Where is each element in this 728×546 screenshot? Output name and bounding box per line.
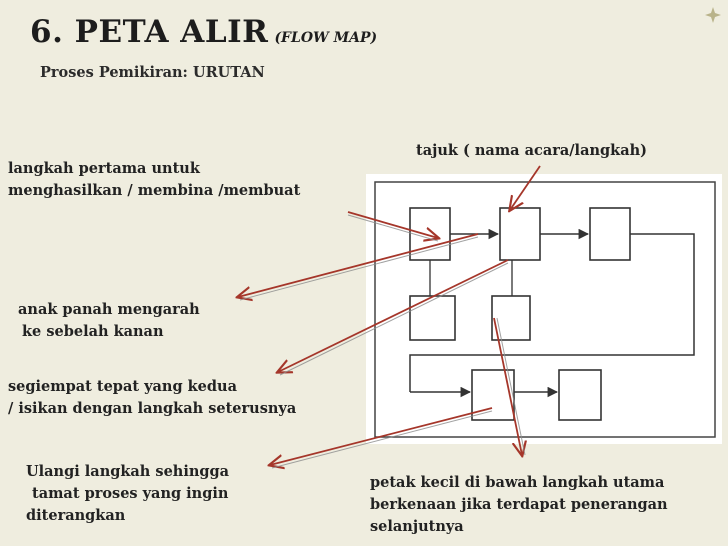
pointer-arrow: [347, 211, 438, 238]
label-line: petak kecil di bawah langkah utama: [370, 474, 665, 491]
flow-step-box: [409, 207, 451, 261]
label-line: menghasilkan / membina /membuat: [8, 182, 301, 199]
flow-map-frame: [374, 181, 716, 438]
label-line: anak panah mengarah: [18, 301, 200, 318]
slide-title: 6. PETA ALIR (FLOW MAP): [30, 14, 377, 50]
label-line: Ulangi langkah sehingga: [26, 463, 230, 480]
label-langkah-pertama: langkah pertama untuk menghasilkan / mem…: [8, 158, 300, 202]
flow-wrap-line: [409, 233, 695, 372]
pointer-arrow: [510, 165, 541, 210]
label-line: tamat proses yang ingin: [32, 485, 229, 502]
label-line: segiempat tepat yang kedua: [8, 378, 237, 395]
label-line: ke sebelah kanan: [22, 323, 164, 340]
pointer-arrow: [278, 259, 509, 372]
label-ulangi: Ulangi langkah sehingga tamat proses yan…: [26, 461, 229, 527]
flow-sub-box: [491, 295, 531, 341]
label-line: selanjutnya: [370, 518, 464, 535]
label-segiempat: segiempat tepat yang kedua / isikan deng…: [8, 376, 296, 420]
title-main: 6. PETA ALIR: [30, 14, 269, 50]
pointer-arrow: [493, 317, 522, 455]
flow-step-box: [558, 369, 602, 421]
corner-ornament-icon: [705, 7, 721, 23]
label-line: langkah pertama untuk: [8, 160, 200, 177]
pointer-arrow: [270, 407, 493, 465]
pointer-arrow: [238, 233, 479, 297]
label-tajuk: tajuk ( nama acara/langkah): [416, 142, 647, 159]
flow-step-box: [471, 369, 515, 421]
flow-sub-box: [409, 295, 456, 341]
title-sub: (FLOW MAP): [274, 30, 378, 46]
label-anak-panah: anak panah mengarah ke sebelah kanan: [18, 299, 200, 343]
pointer-arrows: [238, 165, 541, 465]
label-petak-kecil: petak kecil di bawah langkah utama berke…: [370, 472, 668, 538]
pointer-arrow-shadows: [239, 214, 526, 469]
flow-step-box: [499, 207, 541, 261]
label-line: diterangkan: [26, 507, 126, 524]
label-line: berkenaan jika terdapat penerangan: [370, 496, 668, 513]
label-line: / isikan dengan langkah seterusnya: [8, 400, 297, 417]
slide-subtitle: Proses Pemikiran: URUTAN: [40, 64, 265, 81]
flow-step-box: [589, 207, 631, 261]
